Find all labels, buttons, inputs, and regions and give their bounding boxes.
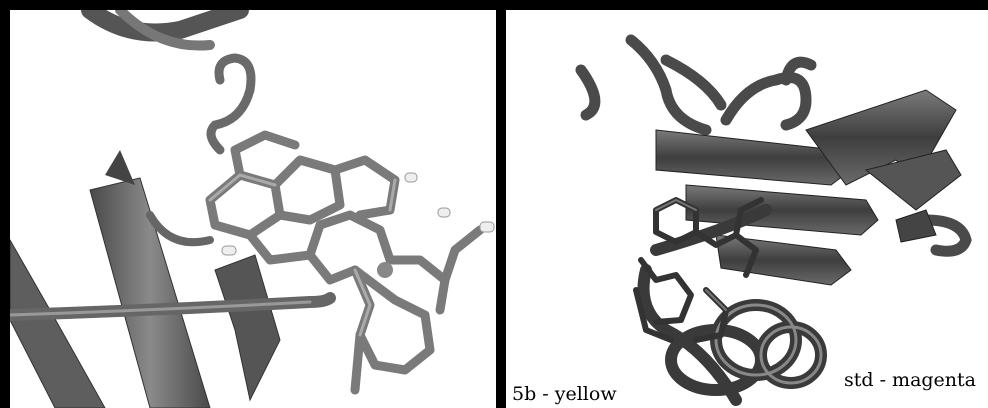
- right-panel: 5b - yellow std - magenta: [506, 10, 988, 408]
- arrow-head: [105, 150, 135, 185]
- protein-ligand-closeup-image: [10, 10, 495, 408]
- beta-strand-2: [10, 238, 106, 408]
- beta-strand-3: [214, 254, 281, 402]
- beta-strand-1: [89, 177, 211, 408]
- protein-ligand-overview-image: [575, 34, 972, 406]
- beta-sheet: [655, 89, 962, 286]
- left-panel: [10, 10, 496, 408]
- loop-lower: [146, 211, 214, 247]
- hydrogen-atoms: [221, 172, 495, 256]
- caption-5b-yellow: 5b - yellow: [512, 383, 617, 405]
- atom-sphere: [377, 262, 393, 278]
- loop-strand: [206, 53, 256, 155]
- caption-std-magenta: std - magenta: [844, 369, 976, 391]
- helix-coil: [81, 10, 249, 51]
- surface-loops: [575, 34, 972, 257]
